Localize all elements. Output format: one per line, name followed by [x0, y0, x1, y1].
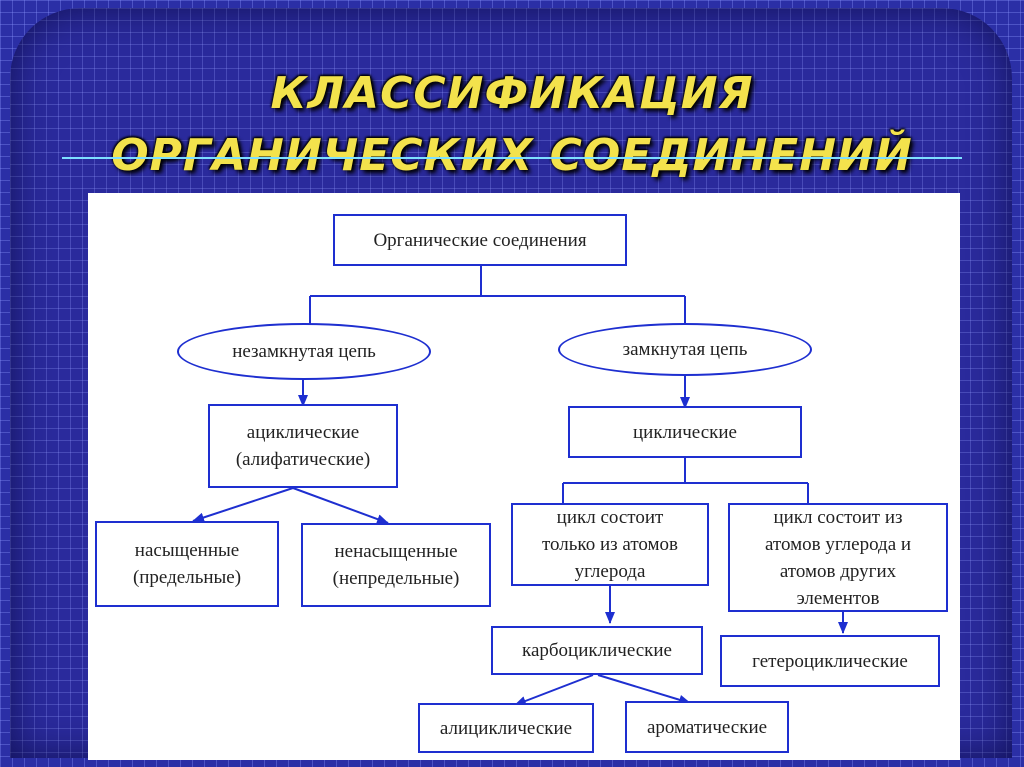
- node-cyclic: циклические: [568, 406, 802, 458]
- node-carbocyclic: карбоциклические: [491, 626, 703, 675]
- connector-acyclic-unsaturated: [292, 487, 389, 524]
- node-carbocyclic-label: карбоциклические: [522, 640, 672, 661]
- title-underline: [62, 157, 962, 159]
- diagram-panel: Органические соединения незамкнутая цепь…: [88, 193, 960, 760]
- connector-acyclic-saturated: [192, 487, 294, 523]
- connector-carbocyclic-alicyclic: [514, 674, 594, 706]
- node-acyclic: ациклические (алифатические): [208, 404, 398, 488]
- slide-title-line2: ОРГАНИЧЕСКИХ СОЕДИНЕНИЙ: [111, 130, 913, 181]
- node-alicyclic: алициклические: [418, 703, 594, 753]
- node-carbon-only-cycle-label: цикл состоит только из атомов углерода: [541, 507, 678, 582]
- node-closed-chain: замкнутая цепь: [558, 323, 812, 376]
- node-heterocyclic: гетероциклические: [720, 635, 940, 687]
- node-open-chain-label: незамкнутая цепь: [232, 341, 376, 362]
- node-saturated: насыщенные (предельные): [95, 521, 279, 607]
- node-organic-compounds: Органические соединения: [333, 214, 627, 266]
- connector-carbocyclic-aromatic: [597, 674, 691, 705]
- node-heterocyclic-label: гетероциклические: [752, 650, 908, 672]
- node-aromatic: ароматические: [625, 701, 789, 753]
- slide-title-line1: КЛАССИФИКАЦИЯ: [270, 68, 754, 119]
- connector-root-split: [309, 266, 686, 325]
- node-open-chain: незамкнутая цепь: [177, 323, 431, 380]
- node-other-elements-cycle-label: цикл состоит из атомов углерода и атомов…: [764, 506, 912, 609]
- connector-cyclic-split: [562, 458, 809, 503]
- node-organic-compounds-label: Органические соединения: [373, 229, 587, 251]
- node-other-elements-cycle: цикл состоит из атомов углерода и атомов…: [728, 503, 948, 612]
- connector-lines: [192, 266, 848, 706]
- node-cyclic-label: циклические: [633, 421, 737, 443]
- node-aromatic-label: ароматические: [646, 716, 768, 738]
- node-alicyclic-label: алициклические: [439, 717, 573, 739]
- node-acyclic-label: ациклические (алифатические): [235, 422, 371, 470]
- node-saturated-label: насыщенные (предельные): [132, 540, 242, 588]
- node-unsaturated-label: ненасыщенные (непредельные): [332, 541, 460, 589]
- node-unsaturated: ненасыщенные (непредельные): [301, 523, 491, 607]
- node-carbon-only-cycle: цикл состоит только из атомов углерода: [511, 503, 709, 586]
- node-closed-chain-label: замкнутая цепь: [622, 339, 748, 360]
